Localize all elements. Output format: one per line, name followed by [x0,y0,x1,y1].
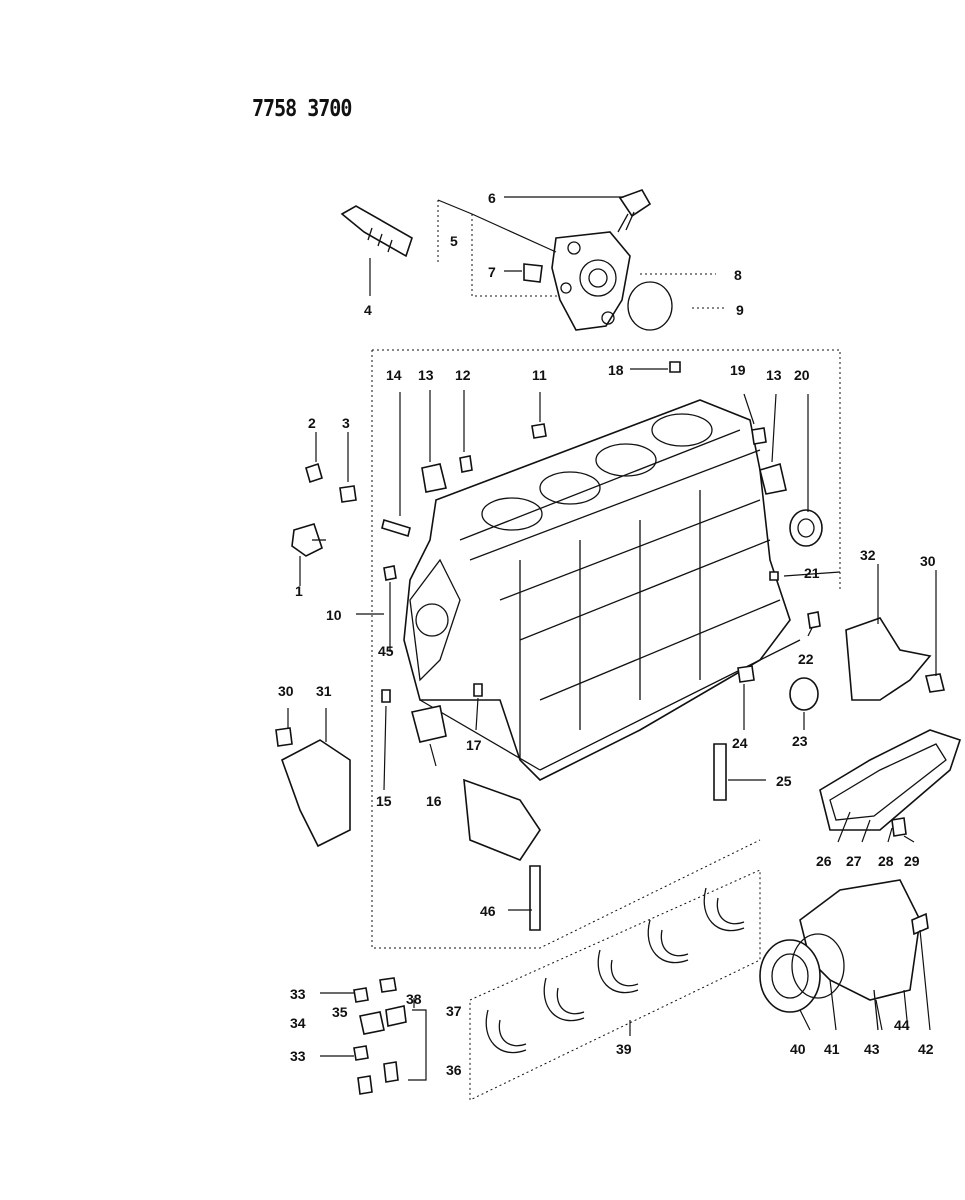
callout-22: 22 [798,651,814,667]
callout-29: 29 [904,853,920,869]
callout-9: 9 [736,302,744,318]
callout-43: 43 [864,1041,880,1057]
callout-18: 18 [608,362,624,378]
part-oil-pressure-switch [340,205,413,258]
callout-20: 20 [794,367,810,383]
part-oil-pressure-sender [617,189,652,233]
callout-26: 26 [816,853,832,869]
callout-10: 10 [326,607,342,623]
callout-27: 27 [846,853,862,869]
callout-34: 34 [290,1015,306,1031]
callout-5: 5 [450,233,458,249]
callout-30a: 30 [278,683,294,699]
part-cylinder-block [403,399,801,781]
callout-25: 25 [776,773,792,789]
callout-24: 24 [732,735,748,751]
callout-11: 11 [532,367,547,383]
callout-45: 45 [378,643,394,659]
part-oil-filter-bracket [551,231,631,331]
callout-14: 14 [386,367,402,383]
callout-39: 39 [616,1041,632,1057]
callout-32: 32 [860,547,876,563]
callout-1: 1 [295,583,303,599]
callout-44: 44 [894,1017,910,1033]
callout-28: 28 [878,853,894,869]
callout-23: 23 [792,733,808,749]
callout-46: 46 [480,903,496,919]
callout-35: 35 [332,1004,348,1020]
callout-21: 21 [804,565,820,581]
callout-15: 15 [376,793,392,809]
callout-16: 16 [426,793,442,809]
callout-36: 36 [446,1062,462,1078]
callout-17: 17 [466,737,482,753]
callout-42: 42 [918,1041,934,1057]
callout-13b: 13 [766,367,782,383]
callout-4: 4 [364,302,372,318]
callout-12: 12 [455,367,471,383]
callout-41: 41 [824,1041,840,1057]
callout-6: 6 [488,190,496,206]
callout-37: 37 [446,1003,462,1019]
callout-7: 7 [488,264,496,280]
callout-33b: 33 [290,1048,306,1064]
callout-33a: 33 [290,986,306,1002]
callout-3: 3 [342,415,350,431]
callout-30b: 30 [920,553,936,569]
diagram-code: 7758 3700 [252,94,352,122]
callout-31: 31 [316,683,332,699]
callout-40: 40 [790,1041,806,1057]
callout-2: 2 [308,415,316,431]
part-main-bearings [485,887,745,1054]
callout-38: 38 [406,991,422,1007]
callout-19: 19 [730,362,746,378]
callout-13a: 13 [418,367,434,383]
callout-8: 8 [734,267,742,283]
